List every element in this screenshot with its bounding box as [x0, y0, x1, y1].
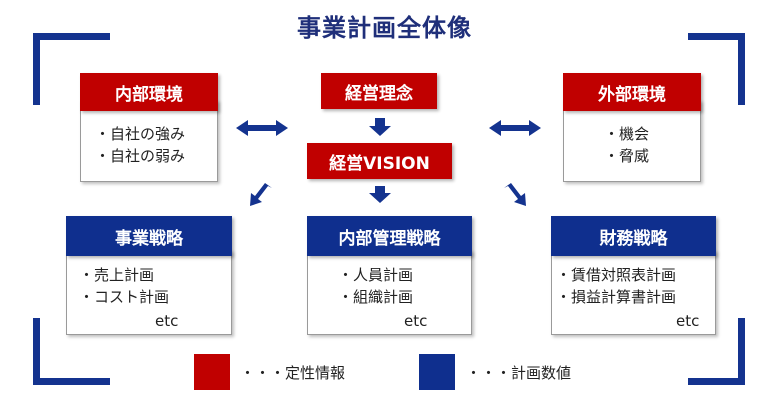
legend-label-quantitative: ・・・計画数値 — [466, 364, 572, 382]
list-item: ・人員計画 — [338, 266, 414, 284]
list-item: ・コスト計画 — [79, 288, 170, 306]
etc-label: etc — [155, 312, 179, 330]
external-environment-lines: ・機会 ・脅威 — [604, 123, 649, 167]
internal-environment-card: ・自社の強み ・自社の弱み — [80, 100, 218, 182]
internal-management-strategy-lines: ・人員計画 ・組織計画 — [338, 264, 413, 308]
external-environment-header: 外部環境 — [563, 73, 701, 111]
corner-bracket-top-right — [688, 33, 745, 105]
list-item: ・自社の弱み — [95, 147, 186, 165]
list-item: ・賃借対照表計画 — [556, 266, 677, 284]
finance-strategy-lines: ・賃借対照表計画 ・損益計算書計画 — [556, 264, 676, 308]
down-arrow-icon-vision — [369, 186, 391, 203]
management-vision-box: 経営VISION — [307, 143, 452, 179]
legend-swatch-qualitative — [194, 354, 230, 390]
double-arrow-icon-left — [236, 120, 288, 136]
list-item: ・売上計画 — [79, 266, 155, 284]
corner-bracket-top-left — [33, 33, 110, 105]
management-philosophy-box: 経営理念 — [321, 73, 437, 109]
down-arrow-icon-philosophy — [369, 118, 391, 136]
list-item: ・組織計画 — [338, 288, 414, 306]
business-strategy-lines: ・売上計画 ・コスト計画 — [79, 264, 169, 308]
diagram-title: 事業計画全体像 — [297, 14, 472, 42]
list-item: ・自社の強み — [95, 125, 186, 143]
list-item: ・脅威 — [604, 147, 650, 165]
finance-strategy-header: 財務戦略 — [551, 216, 716, 256]
internal-environment-lines: ・自社の強み ・自社の弱み — [95, 123, 185, 167]
finance-strategy-card: ・賃借対照表計画 ・損益計算書計画 etc — [551, 250, 716, 335]
business-strategy-header: 事業戦略 — [66, 216, 232, 256]
corner-bracket-bottom-right — [688, 318, 745, 385]
etc-label: etc — [404, 312, 428, 330]
legend-swatch-quantitative — [419, 354, 455, 390]
diagonal-arrow-icon-right — [504, 183, 526, 206]
list-item: ・損益計算書計画 — [556, 288, 677, 306]
corner-bracket-bottom-left — [33, 318, 110, 385]
etc-label: etc — [676, 312, 700, 330]
double-arrow-icon-right — [489, 120, 541, 136]
internal-management-strategy-header: 内部管理戦略 — [307, 216, 472, 256]
diagonal-arrow-icon-left — [250, 183, 272, 206]
internal-management-strategy-card: ・人員計画 ・組織計画 etc — [307, 250, 472, 335]
legend-label-qualitative: ・・・定性情報 — [240, 364, 346, 382]
list-item: ・機会 — [604, 125, 650, 143]
business-strategy-card: ・売上計画 ・コスト計画 etc — [66, 250, 232, 335]
internal-environment-header: 内部環境 — [80, 73, 218, 111]
